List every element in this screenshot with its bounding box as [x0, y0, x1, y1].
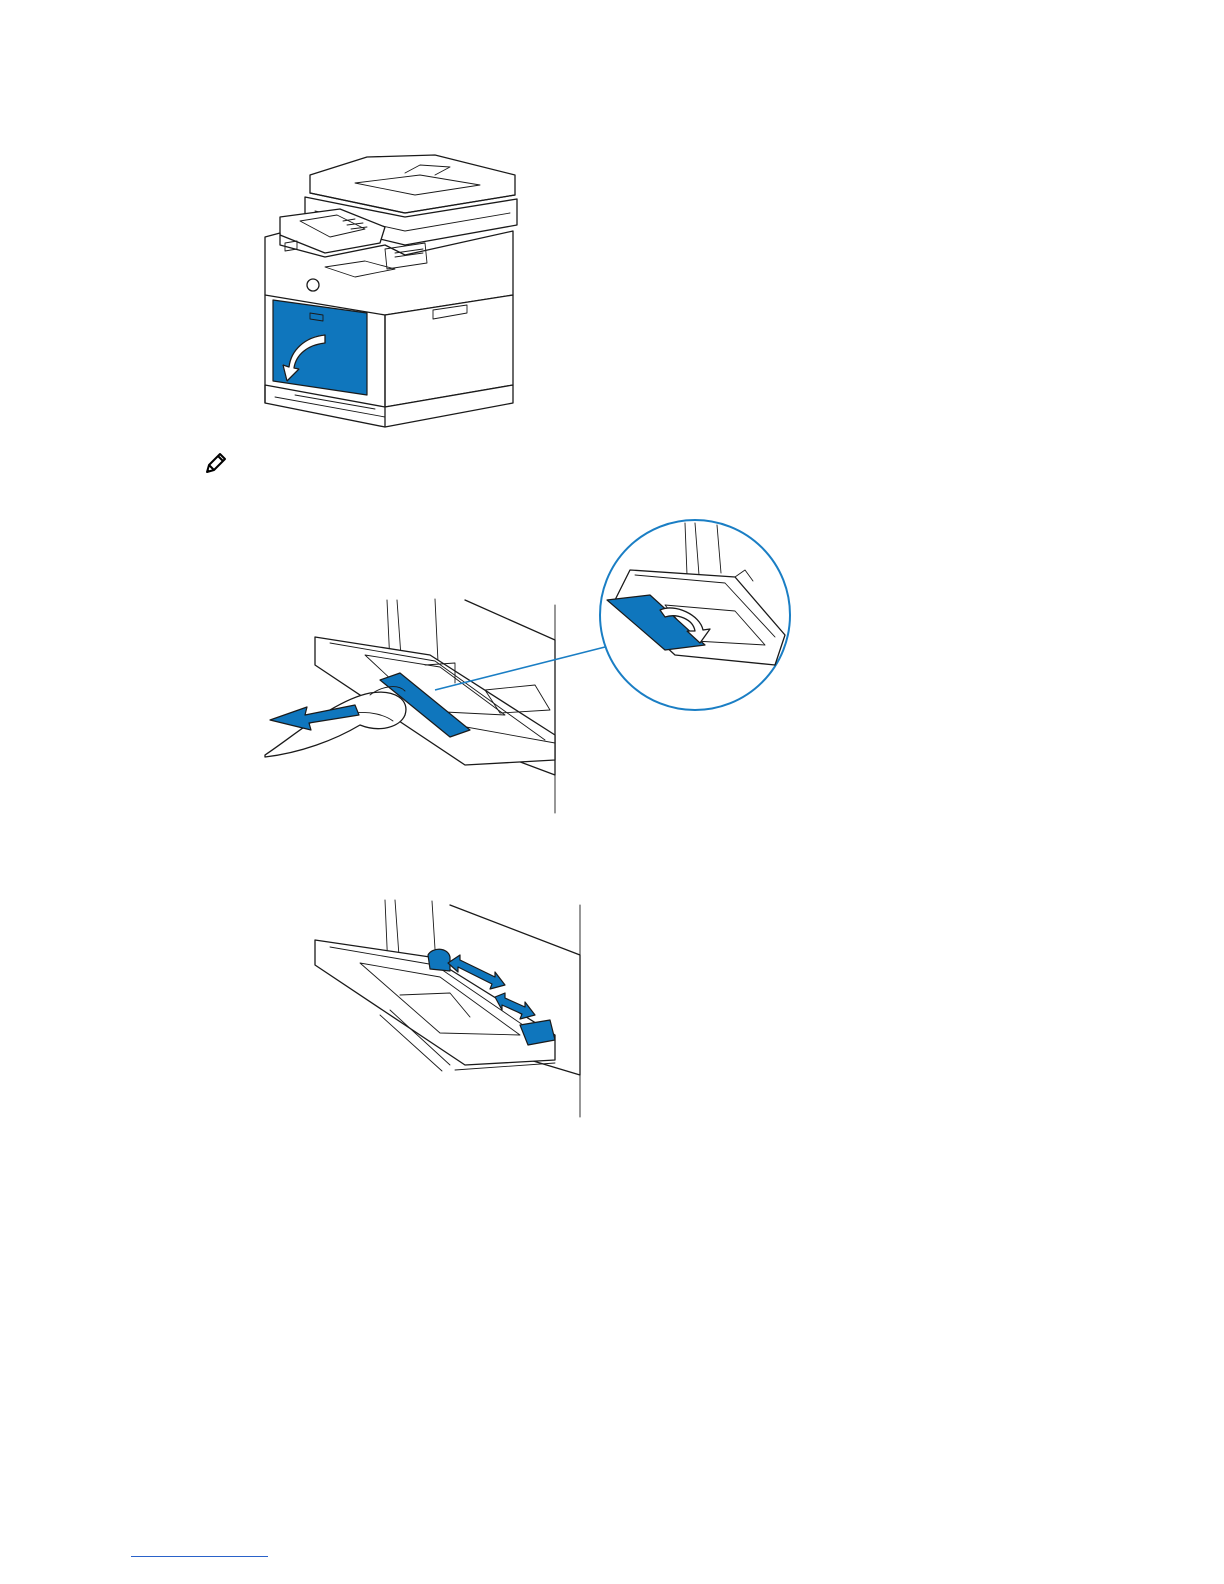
footer-link-underline: [131, 1556, 268, 1557]
width-guide-illustration: [300, 885, 600, 1120]
printer-illustration: [255, 145, 530, 430]
note-pencil-icon: [203, 450, 229, 476]
tray-extension-illustration: [255, 515, 815, 815]
